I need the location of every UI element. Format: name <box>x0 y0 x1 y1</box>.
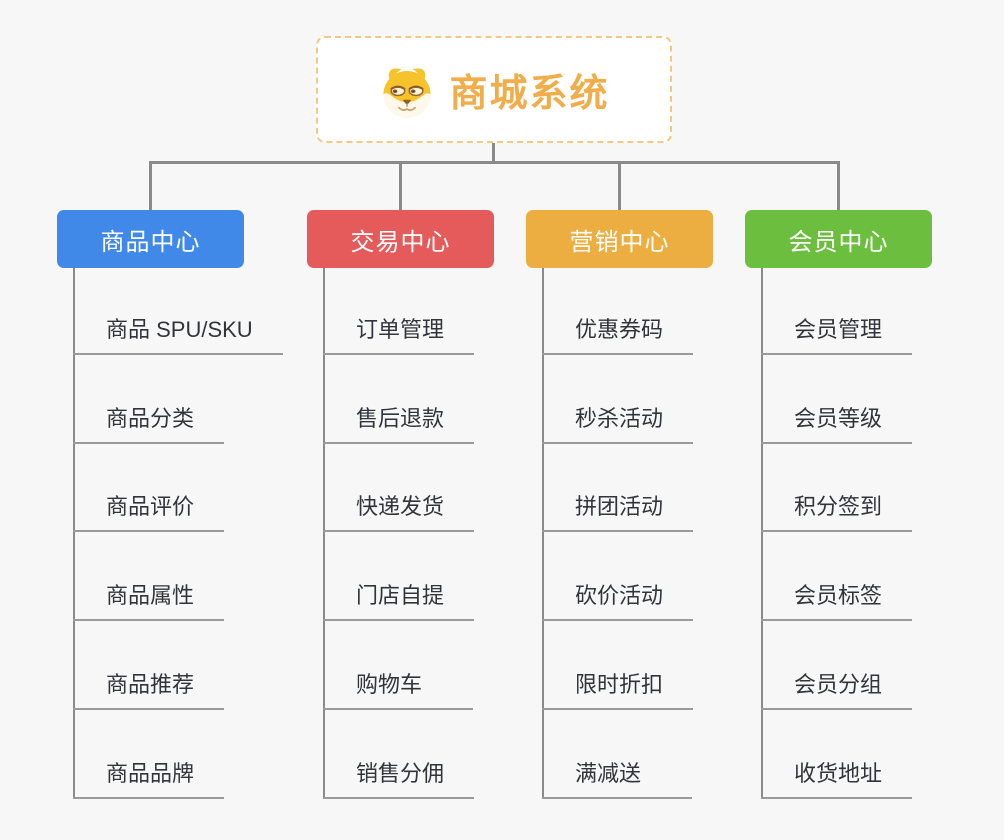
leaf-spine <box>73 268 75 799</box>
leaf-node[interactable]: 会员分组 <box>761 621 913 710</box>
leaf-spine <box>761 268 763 799</box>
leaf-node[interactable]: 快递发货 <box>323 444 475 533</box>
leaf-node[interactable]: 商品评价 <box>73 444 225 533</box>
leaf-node[interactable]: 优惠券码 <box>542 266 694 355</box>
branch-drop-connector <box>837 161 840 210</box>
leaf-node[interactable]: 会员标签 <box>761 532 913 622</box>
leaf-node[interactable]: 秒杀活动 <box>542 355 694 444</box>
leaf-node[interactable]: 拼团活动 <box>542 444 694 533</box>
leaf-spine <box>323 268 325 799</box>
root-stem-connector <box>492 143 495 163</box>
branch-node-2[interactable]: 交易中心 <box>307 210 494 268</box>
leaf-node[interactable]: 收货地址 <box>761 710 913 799</box>
leaf-column-2: 订单管理售后退款快递发货门店自提购物车销售分佣 <box>323 266 475 799</box>
leaf-node[interactable]: 商品推荐 <box>73 621 225 710</box>
branch-drop-connector <box>618 161 621 210</box>
leaf-node[interactable]: 砍价活动 <box>542 532 694 622</box>
leaf-node[interactable]: 销售分佣 <box>323 710 475 799</box>
leaf-node[interactable]: 购物车 <box>323 621 473 710</box>
branch-node-4[interactable]: 会员中心 <box>745 210 932 268</box>
leaf-node[interactable]: 售后退款 <box>323 355 475 444</box>
leaf-node[interactable]: 门店自提 <box>323 532 475 622</box>
leaf-node[interactable]: 会员管理 <box>761 266 913 355</box>
root-node[interactable]: 商城系统 <box>316 36 672 143</box>
leaf-node[interactable]: 商品品牌 <box>73 710 225 799</box>
leaf-node[interactable]: 会员等级 <box>761 355 913 444</box>
leaf-spine <box>542 268 544 799</box>
branch-drop-connector <box>399 161 402 210</box>
leaf-column-4: 会员管理会员等级积分签到会员标签会员分组收货地址 <box>761 266 913 799</box>
branch-bus-connector <box>149 161 840 164</box>
leaf-node[interactable]: 满减送 <box>542 710 692 799</box>
branch-node-1[interactable]: 商品中心 <box>57 210 244 268</box>
branch-node-3[interactable]: 营销中心 <box>526 210 713 268</box>
leaf-column-3: 优惠券码秒杀活动拼团活动砍价活动限时折扣满减送 <box>542 266 694 799</box>
root-title: 商城系统 <box>449 73 610 115</box>
leaf-node[interactable]: 订单管理 <box>323 266 475 355</box>
leaf-node[interactable]: 积分签到 <box>761 444 913 533</box>
leaf-node[interactable]: 商品属性 <box>73 532 225 622</box>
leaf-node[interactable]: 商品 SPU/SKU <box>73 266 283 355</box>
leaf-node[interactable]: 限时折扣 <box>542 621 694 710</box>
branch-drop-connector <box>149 161 152 210</box>
dog-icon <box>378 61 436 119</box>
leaf-node[interactable]: 商品分类 <box>73 355 225 444</box>
